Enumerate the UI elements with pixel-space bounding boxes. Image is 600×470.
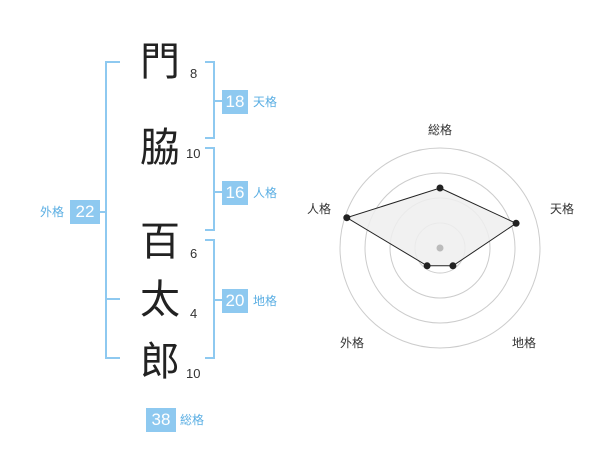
tenkaku-value: 18 (222, 90, 248, 114)
name-char-4: 太 (140, 277, 180, 323)
tenkaku-label: 天格 (253, 95, 278, 109)
radar-center-dot (436, 244, 444, 252)
radar-axis-label-soukaku: 総格 (427, 123, 452, 137)
stroke-count-1: 8 (190, 66, 198, 81)
chikaku-value: 20 (222, 289, 248, 313)
soukaku-label: 総格 (180, 413, 205, 427)
radar-axis-label-tenkaku: 天格 (549, 202, 574, 216)
gaikaku-bracket (105, 61, 120, 359)
name-char-3: 百 (140, 219, 180, 265)
name-char-1: 門 (140, 39, 180, 85)
radar-axis-label-chikaku: 地格 (511, 336, 536, 350)
gaikaku-label: 外格 (40, 205, 65, 219)
radar-axis-label-gaikaku: 外格 (339, 336, 364, 350)
radar-point-3 (423, 262, 431, 270)
jinkaku-bracket (205, 147, 215, 231)
stroke-count-3: 6 (190, 246, 198, 261)
radar-point-2 (449, 262, 457, 270)
radar-point-4 (343, 214, 351, 222)
stroke-count-5: 10 (186, 366, 201, 381)
radar-ring (364, 172, 516, 324)
gaikaku-value: 22 (70, 200, 100, 224)
radar-point-0 (436, 184, 444, 192)
radar-axis-label-jinkaku: 人格 (306, 202, 331, 216)
jinkaku-value: 16 (222, 181, 248, 205)
radar-point-1 (512, 219, 520, 227)
stroke-count-2: 10 (186, 146, 201, 161)
radar-series-polygon (345, 187, 518, 267)
soukaku-value: 38 (146, 408, 176, 432)
chikaku-label: 地格 (253, 294, 278, 308)
name-char-5: 郎 (140, 339, 180, 385)
jinkaku-label: 人格 (253, 186, 278, 200)
stroke-count-4: 4 (190, 306, 198, 321)
radar-ring (339, 147, 541, 349)
name-char-2: 脇 (140, 125, 180, 171)
